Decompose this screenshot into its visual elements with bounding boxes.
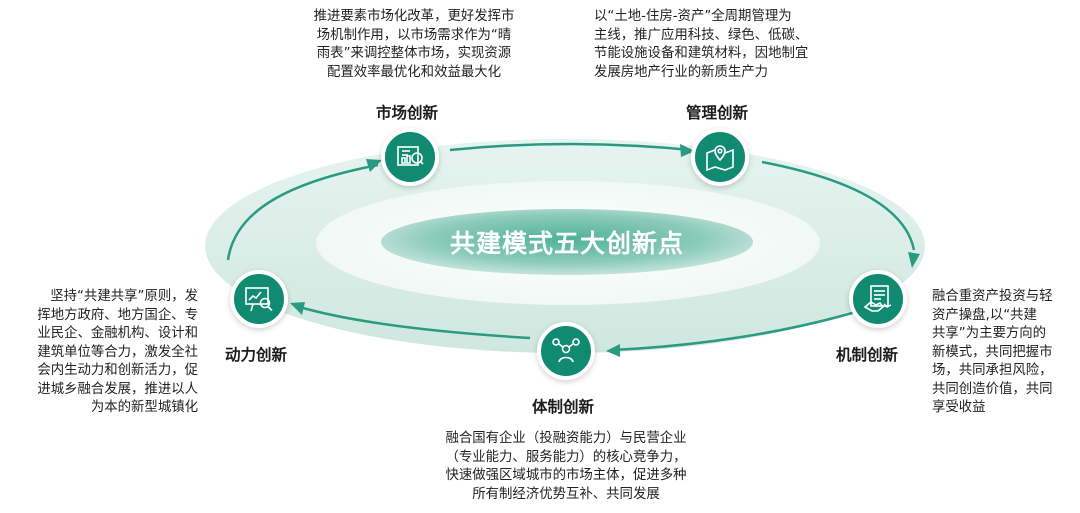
desc-system: 融合国有企业（投融资能力）与民营企业（专业能力、服务能力）的核心竞争力，快速做强… (445, 431, 687, 502)
handshake-document-icon (863, 285, 892, 312)
market-blueprint-icon (397, 146, 424, 166)
map-pin-icon (706, 145, 734, 172)
arc-arrow-bottom-right (611, 308, 863, 352)
chart-presentation-icon (245, 287, 273, 312)
arrowhead-top-left (366, 159, 382, 172)
desc-market: 推进要素市场化改革，更好发挥市场机制作用，以市场需求作为“晴雨表”来调控整体市场… (313, 9, 515, 80)
label-power: 动力创新 (225, 346, 288, 364)
node-power (230, 270, 288, 328)
arc-arrow-right (761, 160, 916, 251)
arrowhead-bottom-right (606, 344, 620, 357)
label-system: 体制创新 (532, 398, 595, 416)
node-system (537, 322, 595, 380)
arc-arrow-top (449, 142, 691, 152)
center-title: 共建模式五大创新点 (449, 229, 684, 258)
arc-arrow-top-left (226, 163, 379, 261)
arrowhead-right (908, 252, 920, 268)
label-market: 市场创新 (376, 104, 439, 122)
desc-power: 坚持“共建共享”原则，发挥地方政府、地方国企、专业民企、金融机构、设计和建筑单位… (37, 289, 198, 415)
center-core (381, 209, 753, 275)
desc-mechanism: 融合重资产投资与轻资产操盘,以“共建共享”为主要方向的新模式，共同把握市场，共同… (932, 289, 1053, 415)
label-management: 管理创新 (686, 104, 749, 122)
label-mechanism: 机制创新 (836, 346, 899, 364)
node-market (381, 128, 439, 186)
arrowhead-bottom-left (290, 302, 305, 315)
arc-arrow-bottom-left (295, 304, 531, 340)
node-mechanism (849, 270, 907, 328)
arrowhead-top (680, 144, 695, 157)
node-management (691, 128, 749, 186)
desc-management: 以“土地-住房-资产”全周期管理为主线，推广应用科技、绿色、低碳、节能设施设备和… (594, 9, 809, 80)
people-network-icon (552, 338, 580, 363)
